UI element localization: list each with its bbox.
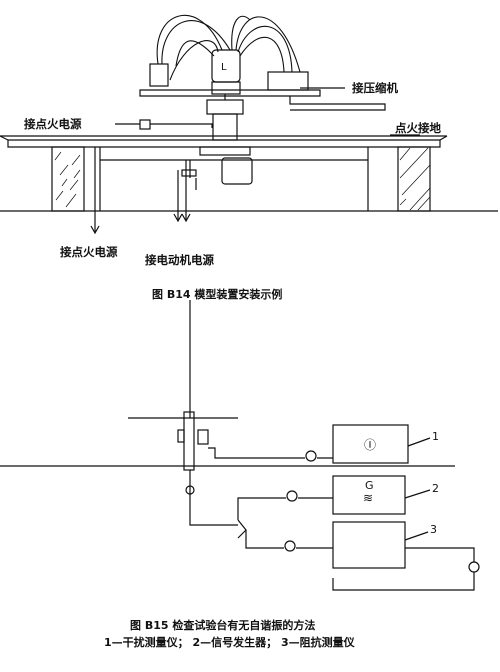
label-ignition-power-bottom: 接点火电源: [60, 245, 118, 259]
right-pillar: [397, 146, 431, 212]
upper-mount: [211, 81, 241, 95]
arrow-motor-2: [181, 213, 191, 223]
callout-1: 1: [432, 430, 439, 443]
coax-connector: [197, 429, 209, 445]
callout-3: 3: [430, 523, 437, 536]
leader-1: [407, 437, 431, 447]
motor-wires: [177, 160, 197, 220]
engine-model: [211, 49, 241, 83]
left-pillar-hatch: [54, 151, 81, 208]
arrow-ignition: [90, 225, 100, 235]
switch-node: [237, 519, 247, 539]
output-bracket: [332, 572, 475, 591]
signal-generator: [332, 475, 406, 515]
mast-clamp: [177, 429, 185, 443]
label-compressor: 接压缩机: [352, 81, 398, 95]
inner-frame: [99, 147, 369, 211]
lower-flange: [199, 146, 251, 156]
fig-b14-model-setup: L: [0, 14, 498, 235]
ferrite-mast: [185, 485, 195, 495]
compressor-plate: [139, 89, 321, 97]
cable-to-3: [245, 530, 333, 549]
motor-switch: [181, 169, 197, 177]
caption-b15-title: 图 B15 检查试验台有无自谐振的方法: [130, 619, 316, 632]
compressor-stand: [267, 71, 309, 91]
cable-ferrite-3: [284, 540, 296, 552]
callout-2: 2: [432, 482, 439, 495]
left-pillar: [51, 146, 85, 212]
left-unit: [149, 63, 169, 87]
cable-to-1: [208, 447, 333, 459]
coupling: [206, 99, 244, 115]
cable-ferrite-1: [305, 450, 317, 462]
impedance-meter: [332, 521, 406, 569]
caption-b15-legend: 1—干扰测量仪； 2—信号发生器； 3—阻抗测量仪: [104, 636, 355, 649]
signal-generator-symbol-g: G: [365, 479, 374, 492]
meter-output: [405, 547, 475, 562]
ignition-wire: [115, 123, 213, 128]
mast-down: [189, 470, 238, 526]
label-motor-power: 接电动机电源: [145, 253, 214, 267]
fig-b15-self-resonance-check: [0, 300, 480, 591]
ignition-connector: [139, 119, 151, 130]
motor-body: [221, 157, 253, 185]
interference-meter-symbol: Ⓘ: [364, 438, 377, 452]
compressor-pipe: [289, 96, 386, 111]
signal-generator-symbol-wave: ≋: [363, 491, 374, 505]
cable-to-2: [237, 497, 333, 520]
leader-3: [404, 531, 429, 541]
arrow-motor-1: [173, 213, 183, 223]
label-ignition-ground: 点火接地: [395, 121, 441, 135]
test-table-top: [7, 139, 441, 148]
label-ignition-power-top: 接点火电源: [24, 117, 82, 131]
cable-ferrite-2: [286, 490, 298, 502]
shaft-block: [212, 113, 238, 141]
mast-holder: [183, 411, 195, 471]
engine-letter: L: [221, 62, 227, 73]
table-edge-right: [439, 135, 448, 141]
caption-b14: 图 B14 模型装置安装示例: [152, 288, 283, 301]
right-pillar-hatch: [399, 147, 431, 211]
table-edge-left: [0, 135, 9, 141]
interference-meter: [332, 424, 409, 464]
leader-2: [404, 489, 431, 499]
output-probe: [468, 561, 480, 573]
cable-loops: [156, 14, 301, 81]
